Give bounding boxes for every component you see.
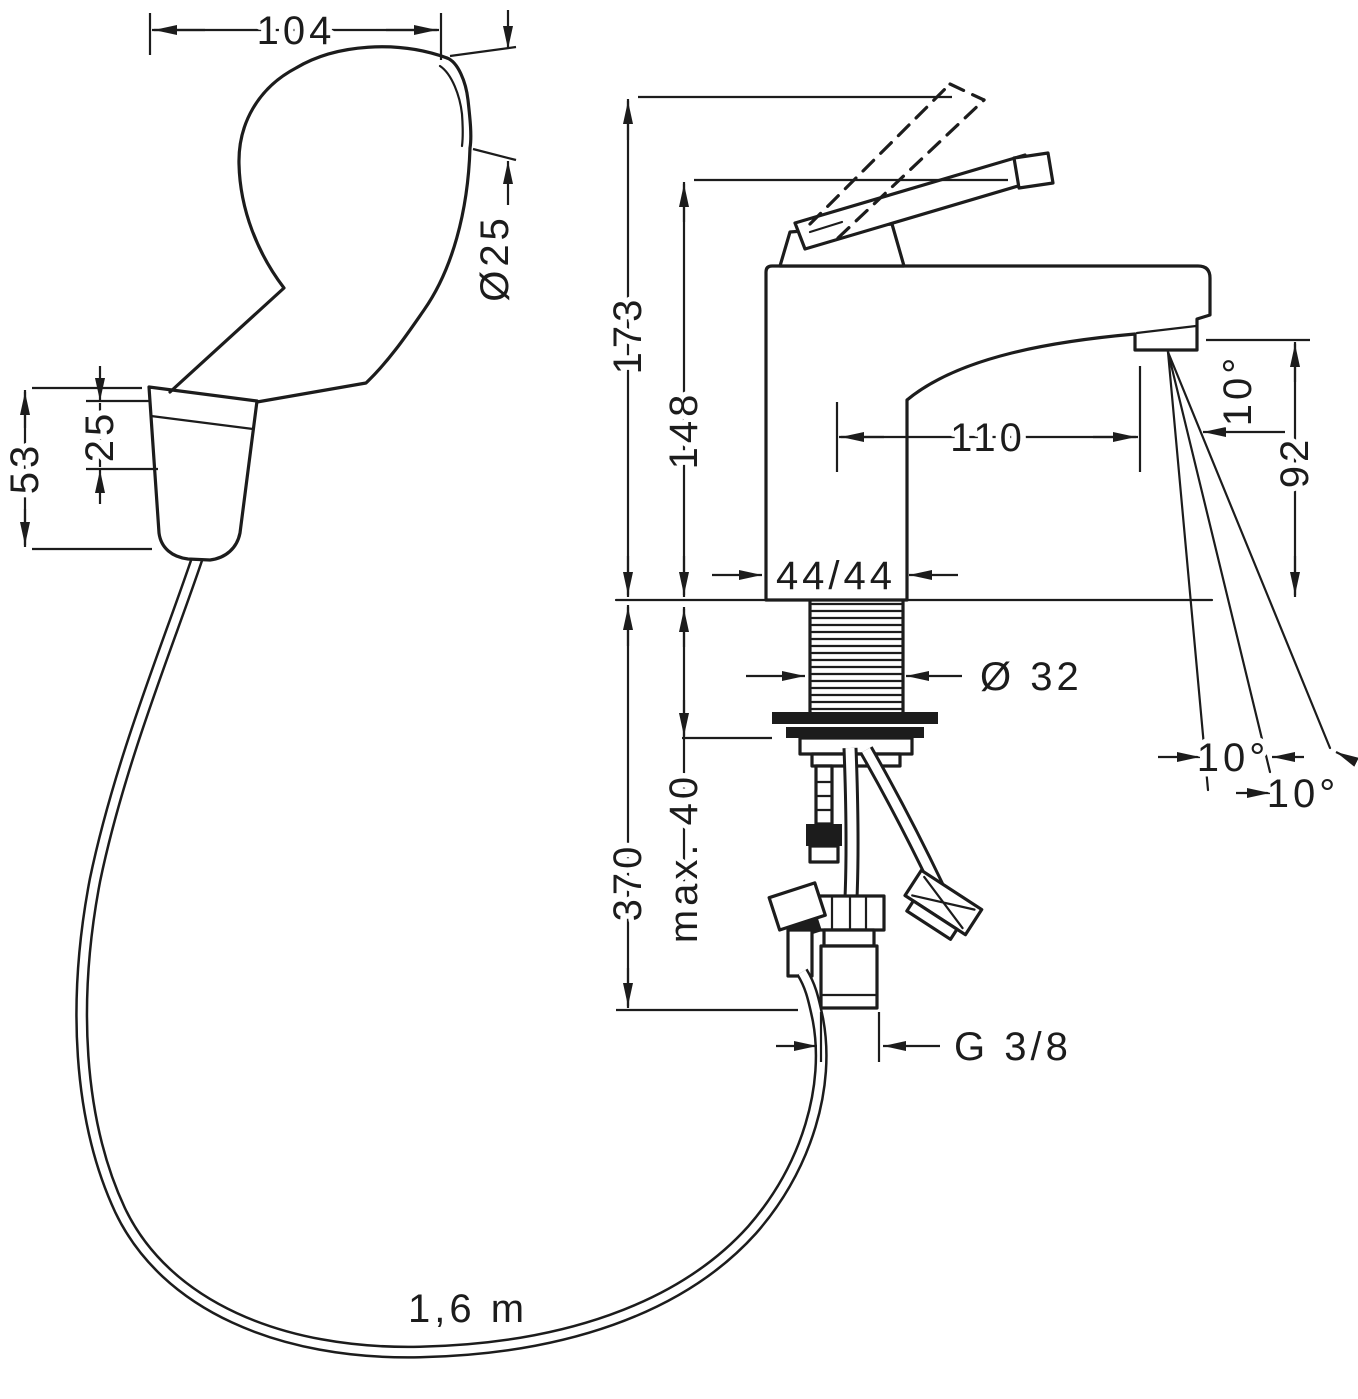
mixer-body-outline	[764, 264, 1212, 602]
dim-angle-10-spout: 10°	[1203, 348, 1285, 437]
dim-92-label: 92	[1273, 436, 1317, 489]
washer-band	[772, 712, 938, 724]
dim-148-label: 148	[662, 391, 706, 470]
dim-thread-label: G 3/8	[954, 1025, 1072, 1069]
dim-104: 104	[148, 4, 443, 60]
dim-173: 173	[601, 95, 952, 597]
dim-25-label: 25	[78, 410, 122, 463]
supply-connector-angled	[903, 868, 984, 941]
aerator-line	[1135, 324, 1198, 335]
dim-angle-10-fan: 10° 10°	[1158, 731, 1358, 822]
shower-holder	[147, 385, 259, 562]
dim-370: 370	[601, 605, 798, 1012]
dim-53-label: 53	[3, 442, 47, 495]
hand-shower-head	[168, 45, 473, 404]
dim-370-label: 370	[606, 843, 650, 922]
rod-nut	[806, 824, 842, 846]
spray-angle-lines	[1166, 350, 1332, 792]
dim-dia25-label: Ø25	[473, 214, 517, 302]
basin-mixer-body	[764, 264, 1212, 602]
dim-104-label: 104	[257, 9, 336, 53]
dim-110: 110	[835, 366, 1142, 472]
dim-173-label: 173	[606, 296, 650, 375]
hose-length-label: 1,6 m	[408, 1287, 528, 1331]
dim-148: 148	[657, 178, 1008, 597]
dim-angle-fan-inner-label: 10°	[1197, 736, 1270, 780]
dim-53: 53	[0, 386, 152, 551]
supply-hoses	[767, 746, 984, 1010]
dim-max40-label: max. 40	[662, 773, 706, 943]
dim-thread-g38: G 3/8	[776, 1012, 1073, 1075]
dim-dia32-label: Ø 32	[980, 655, 1083, 699]
mixer-handle	[778, 151, 1055, 268]
shower-hose	[75, 553, 828, 1359]
dim-max-40: max. 40	[657, 607, 772, 949]
dim-25: 25	[73, 366, 158, 504]
dim-angle-fan-outer-label: 10°	[1267, 772, 1340, 816]
seal-band	[786, 727, 924, 738]
dim-4444-label: 44/44	[776, 554, 896, 598]
dim-44-44: 44/44	[712, 549, 958, 604]
dim-diameter-32: Ø 32	[746, 650, 1084, 705]
dim-diameter-25: Ø25	[449, 10, 523, 307]
dim-angle-spout-label: 10°	[1216, 354, 1260, 427]
dim-92: 92	[1206, 338, 1323, 597]
dim-110-label: 110	[950, 416, 1026, 460]
mounting-shank	[772, 598, 938, 864]
mixer-handle-raised-dashed	[808, 82, 986, 240]
handle-end-cap	[1012, 151, 1055, 190]
